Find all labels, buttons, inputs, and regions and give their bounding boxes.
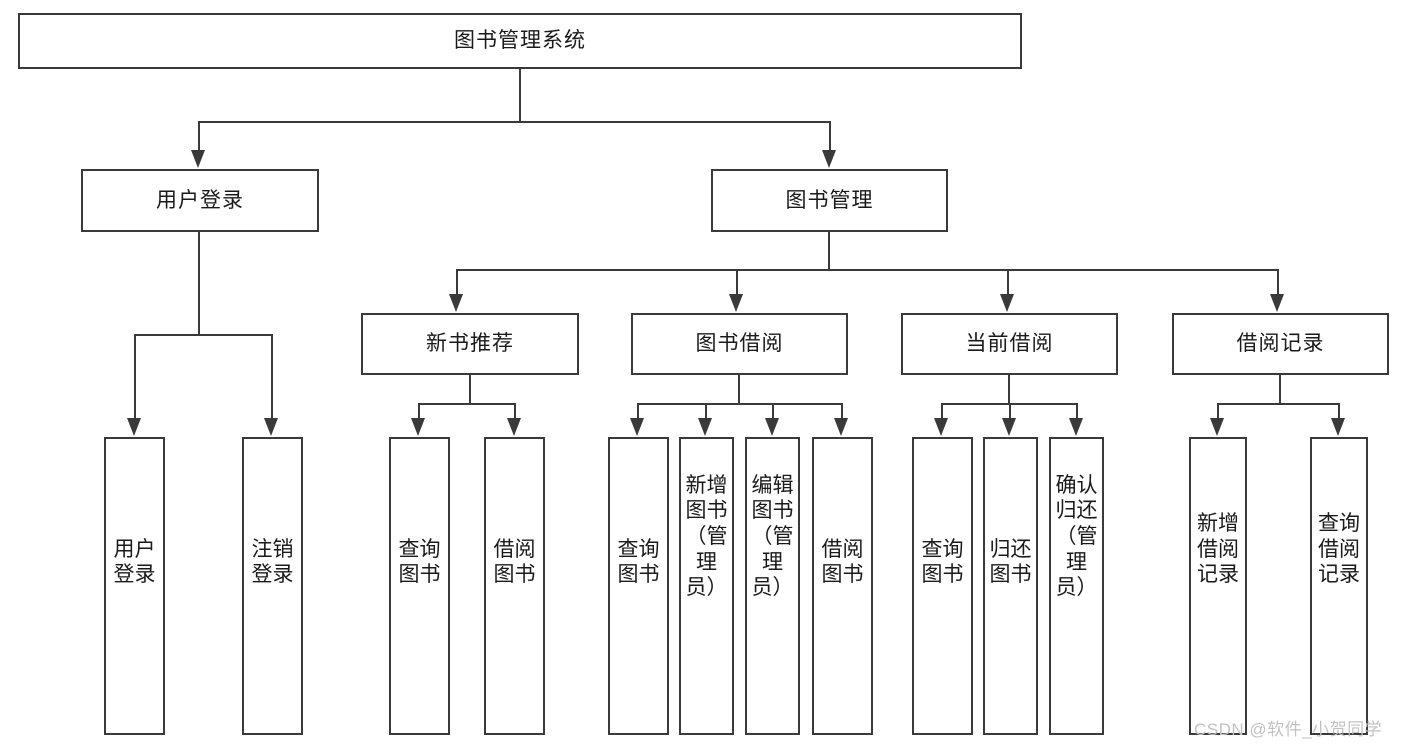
node-leaf-1[interactable]: 注销登录: [242, 437, 303, 735]
connector-bus-mgmt: [456, 269, 1278, 271]
arrowhead-mgmt-3: [1270, 294, 1284, 312]
node-leaf-7[interactable]: 借阅图书: [812, 437, 873, 735]
node-leaf-label-5: 新增图书（管理员）: [685, 473, 728, 600]
connector-stem-mgmt: [828, 232, 830, 271]
connector-drop-g3-1: [1009, 403, 1011, 419]
connector-drop-mgmt-2: [1007, 269, 1009, 295]
connector-drop-g1-0: [418, 403, 420, 419]
connector-drop-root-0: [198, 121, 200, 151]
connector-bus-g4: [1217, 403, 1339, 405]
node-level3-3[interactable]: 借阅记录: [1172, 313, 1389, 375]
arrowhead-g3-0: [934, 418, 948, 436]
connector-stem-g2: [738, 375, 740, 404]
connector-drop-mgmt-3: [1277, 269, 1279, 295]
connector-drop-mgmt-0: [456, 269, 458, 295]
node-leaf-4[interactable]: 查询图书: [608, 437, 669, 735]
connector-bus-login: [134, 334, 272, 336]
connector-stem-root: [519, 69, 521, 123]
arrowhead-g1-1: [507, 418, 521, 436]
arrowhead-g4-1: [1331, 418, 1345, 436]
node-leaf-8[interactable]: 查询图书: [912, 437, 973, 735]
arrowhead-g1-0: [411, 418, 425, 436]
arrowhead-mgmt-0: [449, 294, 463, 312]
arrowhead-g2-0: [630, 418, 644, 436]
node-leaf-label-11: 新增借阅记录: [1197, 512, 1239, 587]
connector-stem-g1: [469, 375, 471, 404]
node-leaf-label-6: 编辑图书（管理员）: [751, 473, 794, 600]
connector-drop-g1-1: [514, 403, 516, 419]
connector-bus-g1: [418, 403, 515, 405]
node-leaf-label-3: 借阅图书: [493, 537, 536, 587]
connector-bus-g2: [637, 403, 843, 405]
node-leaf-5[interactable]: 新增图书（管理员）: [679, 437, 734, 735]
connector-drop-login-0: [134, 334, 136, 419]
connector-drop-g2-1: [705, 403, 707, 419]
node-leaf-label-10: 确认归还（管理员）: [1055, 473, 1098, 600]
node-level3-1[interactable]: 图书借阅: [631, 313, 848, 375]
node-leaf-label-9: 归还图书: [989, 537, 1032, 587]
arrowhead-g3-2: [1069, 418, 1083, 436]
arrowhead-g2-1: [698, 418, 712, 436]
connector-drop-root-1: [829, 121, 831, 151]
connector-stem-login: [198, 232, 200, 336]
connector-stem-g4: [1279, 375, 1281, 404]
node-level2-1[interactable]: 图书管理: [711, 169, 948, 232]
node-leaf-label-7: 借阅图书: [821, 537, 864, 587]
arrowhead-mgmt-1: [729, 294, 743, 312]
arrowhead-g3-1: [1002, 418, 1016, 436]
connector-drop-mgmt-1: [736, 269, 738, 295]
node-leaf-label-2: 查询图书: [398, 537, 441, 587]
node-leaf-12[interactable]: 查询借阅记录: [1310, 437, 1368, 735]
node-level3-0[interactable]: 新书推荐: [361, 313, 579, 375]
connector-drop-g2-0: [637, 403, 639, 419]
node-leaf-label-1: 注销登录: [251, 537, 294, 587]
arrowhead-root-0: [191, 150, 205, 168]
csdn-watermark: CSDN @软件_小贺同学: [1194, 720, 1383, 739]
arrowhead-login-0: [127, 418, 141, 436]
node-level2-0[interactable]: 用户登录: [81, 169, 319, 232]
node-leaf-label-12: 查询借阅记录: [1318, 512, 1360, 587]
connector-drop-g3-0: [941, 403, 943, 419]
connector-drop-login-1: [271, 334, 273, 419]
node-level3-2[interactable]: 当前借阅: [901, 313, 1118, 375]
node-leaf-2[interactable]: 查询图书: [389, 437, 450, 735]
node-leaf-0[interactable]: 用户登录: [104, 437, 165, 735]
node-leaf-11[interactable]: 新增借阅记录: [1189, 437, 1247, 735]
node-root[interactable]: 图书管理系统: [18, 13, 1022, 69]
node-leaf-3[interactable]: 借阅图书: [484, 437, 545, 735]
connector-drop-g3-2: [1076, 403, 1078, 419]
arrowhead-mgmt-2: [1000, 294, 1014, 312]
connector-drop-g4-0: [1217, 403, 1219, 419]
connector-drop-g2-2: [772, 403, 774, 419]
arrowhead-g2-3: [834, 418, 848, 436]
arrowhead-g4-0: [1210, 418, 1224, 436]
node-leaf-label-4: 查询图书: [617, 537, 660, 587]
connector-bus-root: [198, 121, 830, 123]
node-leaf-label-0: 用户登录: [113, 537, 156, 587]
connector-drop-g2-3: [841, 403, 843, 419]
connector-stem-g3: [1008, 375, 1010, 404]
connector-drop-g4-1: [1338, 403, 1340, 419]
node-leaf-6[interactable]: 编辑图书（管理员）: [745, 437, 800, 735]
node-leaf-9[interactable]: 归还图书: [983, 437, 1038, 735]
arrowhead-g2-2: [765, 418, 779, 436]
node-leaf-10[interactable]: 确认归还（管理员）: [1049, 437, 1104, 735]
arrowhead-root-1: [822, 150, 836, 168]
arrowhead-login-1: [264, 418, 278, 436]
node-leaf-label-8: 查询图书: [921, 537, 964, 587]
